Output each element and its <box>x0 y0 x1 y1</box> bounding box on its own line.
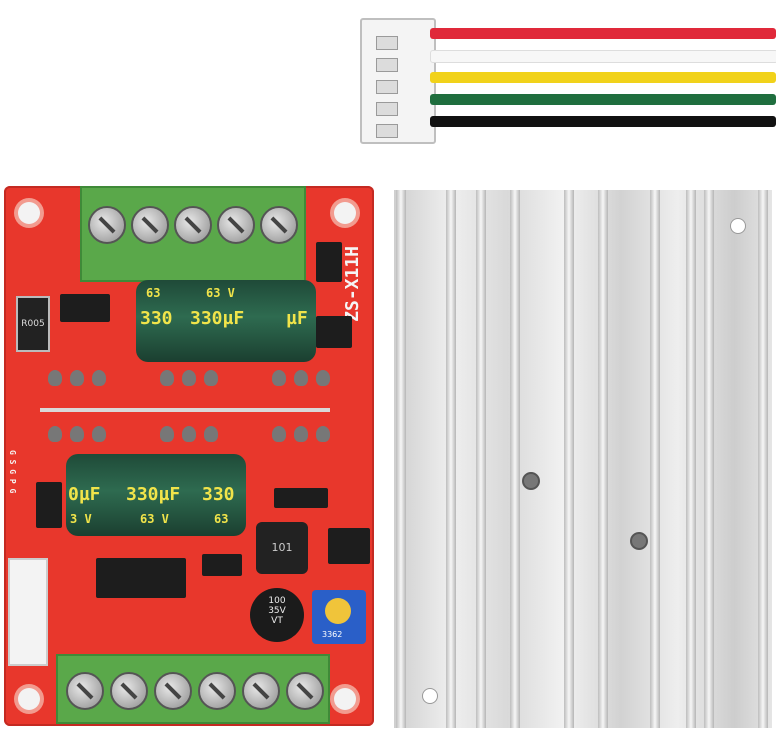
cap-text: 330µF <box>126 484 181 505</box>
power-inductor: 101 <box>256 522 308 574</box>
cap-text: 0µF <box>68 484 101 505</box>
board-jst-socket <box>8 558 48 666</box>
terminal-screw <box>260 206 298 244</box>
terminal-screw <box>286 672 324 710</box>
heatsink-screw <box>522 472 540 490</box>
wire-white <box>430 50 776 63</box>
cap-voltage: 3 V <box>70 512 92 526</box>
heatsink-fin <box>396 190 406 728</box>
heatsink-hole <box>422 688 438 704</box>
wire-green <box>430 94 776 105</box>
heatsink-fin <box>704 190 714 728</box>
terminal-screw <box>110 672 148 710</box>
terminal-screw <box>217 206 255 244</box>
terminal-screw <box>88 206 126 244</box>
wire-black <box>430 116 776 127</box>
board-marking: ZS-X11H <box>342 246 363 322</box>
cap-line: VT <box>271 616 283 626</box>
mounting-hole <box>334 202 356 224</box>
mounting-hole <box>18 688 40 710</box>
potentiometer[interactable]: 3362 <box>312 590 366 644</box>
cap-voltage: 63 V <box>206 286 235 300</box>
smd-components <box>36 482 62 528</box>
cap-line: 100 <box>268 596 286 606</box>
pot-dial[interactable] <box>325 598 351 624</box>
top-terminal-block <box>80 186 306 282</box>
wire-yellow <box>430 72 776 83</box>
cap-text: 330µF <box>190 308 245 329</box>
mounting-hole <box>18 202 40 224</box>
connector-pin <box>376 36 398 50</box>
regulator-chip <box>328 528 370 564</box>
bottom-terminal-block <box>56 654 330 724</box>
smd-transistor <box>60 294 110 322</box>
heatsink-hole <box>730 218 746 234</box>
heatsink-fin <box>446 190 456 728</box>
connector-pin <box>376 58 398 72</box>
heatsink-screw <box>630 532 648 550</box>
cap-voltage: 63 V <box>140 512 169 526</box>
connector-pin <box>376 102 398 116</box>
top-electrolytic-capacitor: 330 330µF µF 63 V 63 <box>136 280 316 362</box>
driver-ic <box>96 558 186 598</box>
shunt-resistor: R005 <box>16 296 50 352</box>
terminal-screw <box>174 206 212 244</box>
mosfet-pad-row <box>48 370 348 392</box>
smd-diode <box>316 242 342 282</box>
heatsink-fin <box>598 190 608 728</box>
mosfet-pad-row <box>48 426 348 448</box>
smd-transistor <box>202 554 242 576</box>
heatsink-fin <box>686 190 696 728</box>
bottom-electrolytic-capacitor: 0µF 330µF 330 3 V 63 V 63 <box>66 454 246 536</box>
cap-voltage: 63 <box>146 286 161 300</box>
mounting-hole <box>334 688 356 710</box>
motor-driver-pcb: ZS-X11H 330 330µF µF 63 V 63 R005 0µF 33… <box>4 186 374 726</box>
terminal-screw <box>131 206 169 244</box>
connector-pin <box>376 124 398 138</box>
smd-diode <box>274 488 328 508</box>
smd-transistor <box>316 316 352 348</box>
jst-connector <box>360 18 436 144</box>
cap-text: 330 <box>140 308 173 329</box>
terminal-screw <box>198 672 236 710</box>
small-electrolytic-capacitor: 100 35V VT <box>250 588 304 642</box>
cap-line: 35V <box>268 606 286 616</box>
terminal-screw <box>242 672 280 710</box>
heatsink-fin <box>758 190 768 728</box>
connector-pin <box>376 80 398 94</box>
pot-label: 3362 <box>322 630 343 639</box>
heatsink-fin <box>510 190 520 728</box>
wire-red <box>430 28 776 39</box>
cap-voltage: 63 <box>214 512 229 526</box>
cap-text: 330 <box>202 484 235 505</box>
heatsink-fin <box>564 190 574 728</box>
aluminum-heatsink <box>394 190 772 728</box>
side-pin-labels: G S G P G <box>8 450 17 494</box>
heatsink-fin <box>650 190 660 728</box>
solder-strip <box>40 408 330 412</box>
terminal-screw <box>66 672 104 710</box>
cap-text: µF <box>286 308 308 329</box>
heatsink-fin <box>476 190 486 728</box>
terminal-screw <box>154 672 192 710</box>
